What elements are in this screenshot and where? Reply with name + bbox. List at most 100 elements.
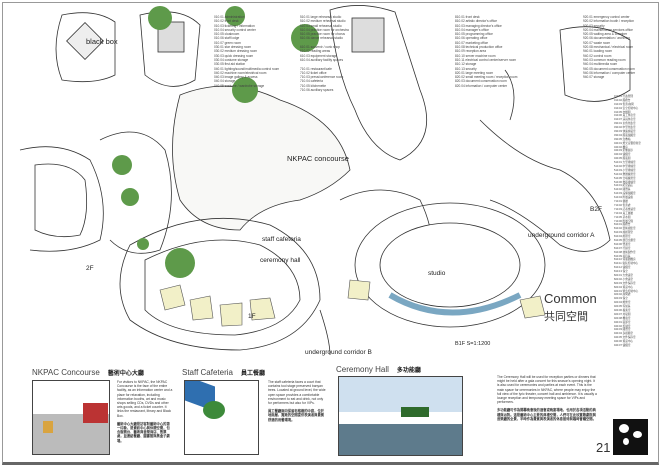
legend-cn-item: 040.05 服裝間 (614, 157, 631, 161)
tree-mark (232, 77, 258, 103)
page-title: Common (544, 291, 597, 306)
legend-cn-item: 010.07 演員休息室 (614, 118, 636, 122)
tree-mark (137, 238, 149, 250)
label-scale: B1F S=1:1200 (455, 341, 491, 347)
label-studio: studio (428, 270, 446, 277)
legend-cn-item: 920.06 檔案室 (614, 308, 631, 312)
concourse-description: For visitors to NKPAC, the NKPAC Concour… (117, 380, 173, 418)
ceremony-description-block: The Ceremony Hall will be used for recep… (497, 375, 597, 421)
legend-cn-item: 010.06 員工休息室 (614, 114, 636, 118)
legend-cn-item: 610.04 附屬設施 (614, 196, 634, 200)
legend-cn-item: 810.06 營運室 (614, 242, 631, 246)
legend-cn-item: 510.01 大型排練室 (614, 161, 636, 165)
legend-cn-item: 820.01 大會議室 (614, 273, 634, 277)
legend-cn-item: 610.01 紀念品店 (614, 184, 634, 188)
legend-cn-item: 010.01 行政管理 (614, 95, 634, 98)
section-title-concourse: NKPAC Concourse (32, 368, 100, 377)
label-2f: 2F (86, 265, 94, 272)
section-title-cn-cafeteria: 員工餐廳 (241, 371, 266, 377)
concourse-image (32, 380, 110, 455)
legend-cn-item: 920.01 緊急控制中心 (614, 289, 639, 293)
legend-cn-item: 820.03 文件保存室 (614, 281, 636, 285)
legend-cn-item: 920.05 等候區 (614, 305, 631, 309)
legend-cn-item: 810.01 服務台 (614, 223, 631, 227)
legend-cn-item: 920.03 保全 (614, 297, 628, 301)
legend-cn-item: 030.05 急救站 (614, 137, 631, 141)
legend-cn-item: 940.04 多媒體室 (614, 332, 634, 336)
tree-mark (225, 6, 245, 26)
tree-mark (112, 155, 132, 175)
legend-cn-item: 940.06 資訊中心 (614, 340, 634, 344)
cafeteria-image (184, 380, 259, 455)
legend-cn-item: 920.02 詢問處 (614, 293, 631, 297)
label-staff-cafeteria: staff cafeteria (262, 236, 301, 243)
concourse-description-block: For visitors to NKPAC, the NKPAC Concour… (117, 380, 173, 443)
legend-cn-item: 810.13 保全 (614, 270, 628, 274)
legend-cn-item: 920.07 垃圾間 (614, 312, 631, 316)
section-title-cn-concourse: 藝術中心大廳 (107, 371, 144, 377)
tree-mark (165, 248, 195, 278)
legend-cn-item: 710.01 餐廳 (614, 200, 628, 204)
legend-cn-item: 030.03 快速換裝室 (614, 130, 636, 134)
label-underground-corridor-b: underground corridor B (305, 349, 372, 356)
page-number: 21 (596, 440, 611, 455)
legend-cn-item: 510.05 合唱練習室 (614, 176, 636, 180)
label-underground-corridor-a: underground corridor A (528, 232, 595, 239)
legend-cn-item: 040.02 機房 (614, 145, 628, 149)
tree-mark (148, 6, 172, 30)
section-title-cn-ceremony: 多功能廳 (396, 368, 421, 374)
legend-cn-item: 810.08 技術製作室 (614, 250, 636, 254)
legend-cn-item: 030.02 中型化妝室 (614, 126, 636, 130)
legend-cn-item: 510.02 中型排練室 (614, 165, 636, 169)
legend-cn-item: 710.04 員工餐廳 (614, 211, 634, 215)
legend-cn-item: 030.01 主角化妝室 (614, 122, 636, 126)
legend-cn-item: 810.03 總經理室 (614, 231, 634, 235)
legend-cn-item: 810.12 儲藏室 (614, 266, 631, 270)
legend-cn-item: 940.01 裝卸室 (614, 320, 631, 324)
legend-cn-item: 710.05 茶水間 (614, 215, 631, 219)
legend-cn-item: 040.03 影像展示 (614, 149, 634, 153)
legend-cn-item: 010.05 衣帽間 (614, 110, 631, 114)
legend-cn-item: 810.05 節目企劃室 (614, 238, 636, 242)
tree-mark (121, 188, 139, 206)
label-b2f: B2F (590, 206, 602, 213)
legend-cn-item: 810.11 電氣控制中心 (614, 262, 639, 266)
cafeteria-description-block: The staff cafeteria faces a court that c… (268, 380, 326, 422)
legend-cn-item: 820.02 小會議室 (614, 277, 634, 281)
legend-cn-item: 810.02 藝術總監室 (614, 227, 636, 231)
section-header-cafeteria: Staff Cafeteria 員工餐廳 (182, 368, 265, 377)
page-title-cn: 共同空間 (544, 311, 588, 323)
concourse-description-cn: 藝術中心大廳是訪客對藝術中心的第一印象，是資訊中心與休憩空間，包含服務台、藝術與… (117, 421, 170, 443)
label-nkpac-concourse: NKPAC concourse (287, 154, 349, 163)
legend-cn-item: 810.04 經理室 (614, 235, 631, 239)
legend-cn-item: 940.07 儲藏室 (614, 344, 631, 347)
legend-cn-item: 810.10 伺服器機房 (614, 258, 636, 262)
legend-cn-item: 040.01 燈光音響控制室 (614, 141, 641, 145)
label-1f: 1F (248, 313, 256, 320)
cafeteria-description: The staff cafeteria faces a court that c… (268, 380, 326, 406)
section-title-ceremony: Ceremony Hall (336, 365, 389, 374)
section-title-cafeteria: Staff Cafeteria (182, 368, 233, 377)
ceremony-description: The Ceremony Hall will be used for recep… (497, 375, 597, 405)
legend-cn-item: 010.03 售票/詢問 (614, 102, 634, 106)
legend-cn-item: 610.02 閱覽區 (614, 188, 631, 192)
legend-cn-item: 810.09 接待區 (614, 254, 631, 258)
legend-cn-item: 940.05 文件保存室 (614, 336, 636, 340)
tree-mark (291, 24, 319, 52)
legend-cn-item: 820.04 資訊中心 (614, 285, 634, 289)
legend-cn-item: 040.04 儲藏室 (614, 153, 631, 157)
legend-cn-item: 030.04 服裝儲藏室 (614, 133, 636, 137)
legend-cn-item: 710.02 售票處 (614, 203, 631, 207)
legend-cn-item: 510.03 小型排練室 (614, 168, 636, 172)
legend-cn-item: 710.06 附屬空間 (614, 219, 634, 223)
section-header-concourse: NKPAC Concourse 藝術中心大廳 (32, 368, 144, 377)
legend-cn-item: 510.04 樂團練習室 (614, 172, 636, 176)
ceremony-hall-image (338, 376, 463, 456)
legend-cn-item: 940.02 控制室 (614, 324, 631, 328)
